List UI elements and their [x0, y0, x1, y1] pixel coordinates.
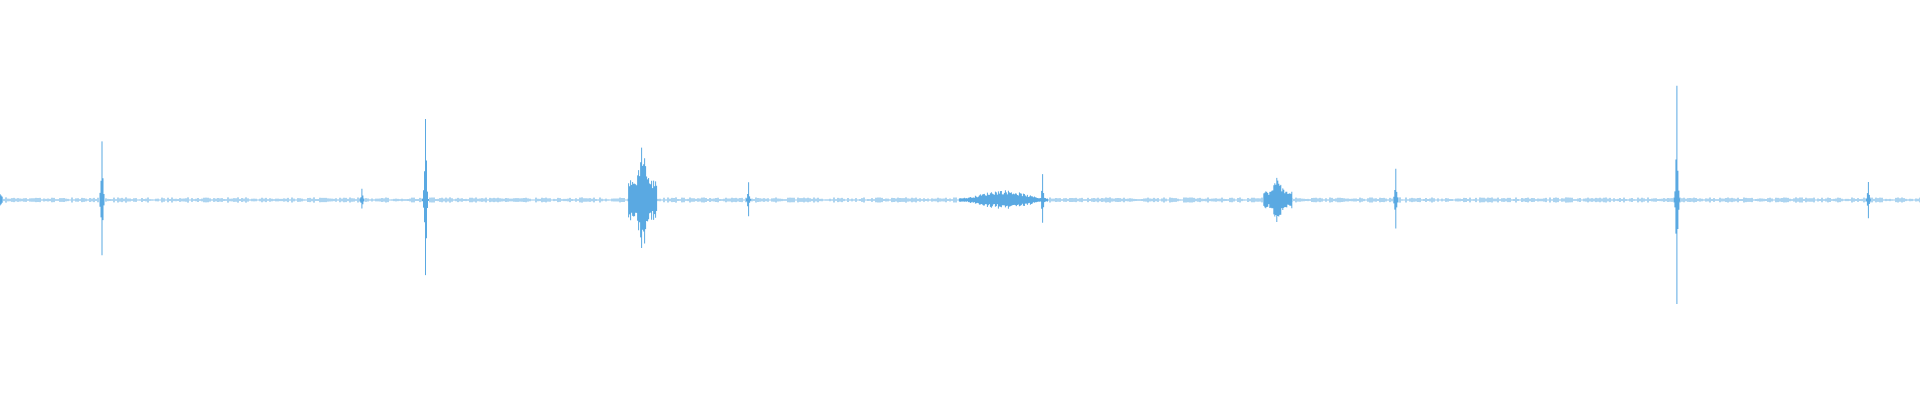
waveform-peak — [422, 119, 429, 276]
waveform-peak — [1673, 85, 1681, 304]
waveform-peak — [0, 194, 3, 206]
waveform-peak — [1263, 177, 1293, 222]
waveform-peak — [628, 147, 658, 248]
waveform-peak — [746, 182, 752, 217]
waveform-peak — [958, 190, 1048, 209]
waveform-peak — [1393, 168, 1399, 229]
waveform-peak — [1040, 174, 1046, 223]
waveform-group — [0, 85, 1920, 304]
waveform-peak — [1865, 182, 1871, 219]
waveform-peak — [99, 141, 105, 256]
waveform-peak — [359, 188, 365, 209]
